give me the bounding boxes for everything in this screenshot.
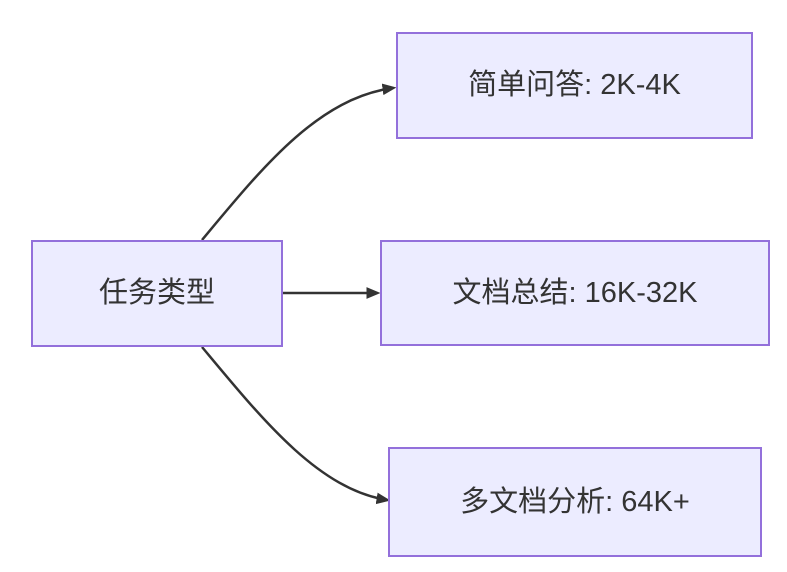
node-simple-qa-label: 简单问答: 2K-4K <box>468 69 681 102</box>
node-doc-summary-label: 文档总结: 16K-32K <box>452 276 698 309</box>
node-doc-summary: 文档总结: 16K-32K <box>380 240 770 346</box>
node-task-type: 任务类型 <box>31 240 283 347</box>
edge-root-to-multi-doc <box>201 346 391 505</box>
node-multi-doc-label: 多文档分析: 64K+ <box>460 485 690 518</box>
node-task-type-label: 任务类型 <box>98 277 215 310</box>
node-simple-qa: 简单问答: 2K-4K <box>396 32 753 139</box>
edge-root-to-simple-qa <box>201 83 397 241</box>
node-multi-doc: 多文档分析: 64K+ <box>388 447 762 557</box>
